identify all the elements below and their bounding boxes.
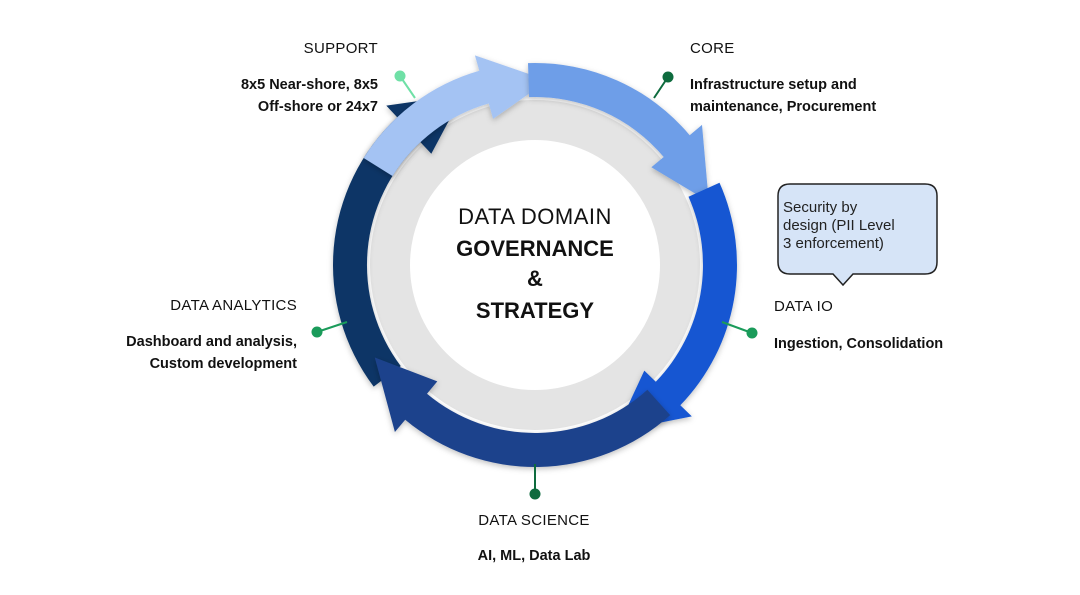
data-science-description: AI, ML, Data Lab xyxy=(434,545,634,567)
core-desc-line: Infrastructure setup and xyxy=(690,77,857,93)
data-science-arrow xyxy=(374,357,671,467)
support-description: 8x5 Near-shore, 8x5 Off-shore or 24x7 xyxy=(241,74,378,118)
data-analytics-desc-line: Custom development xyxy=(149,356,297,372)
data-analytics-connector-dot xyxy=(311,326,323,338)
security-callout-bubble xyxy=(777,183,938,287)
core-connector-dot xyxy=(662,71,674,83)
center-line-2: GOVERNANCE xyxy=(456,236,614,261)
center-line-3: & xyxy=(527,266,543,291)
support-desc-line: Off-shore or 24x7 xyxy=(257,99,378,115)
data-science-title: DATA SCIENCE xyxy=(478,512,590,529)
support-desc-line: 8x5 Near-shore, 8x5 xyxy=(240,77,378,93)
data-analytics-arrow xyxy=(332,94,463,387)
data-science-desc-line: AI, ML, Data Lab xyxy=(477,548,591,564)
core-description: Infrastructure setup and maintenance, Pr… xyxy=(690,74,876,118)
data-analytics-description: Dashboard and analysis, Custom developme… xyxy=(126,331,297,375)
callout-line: Security by xyxy=(783,199,858,216)
center-line-1: DATA DOMAIN xyxy=(458,204,612,229)
data-io-connector-dot xyxy=(746,327,758,339)
core-desc-line: maintenance, Procurement xyxy=(690,99,877,115)
center-title: DATA DOMAIN GOVERNANCE & STRATEGY xyxy=(420,200,650,328)
core-arrow xyxy=(528,62,709,202)
support-connector-dot xyxy=(394,70,406,82)
support-arrow xyxy=(363,55,548,176)
callout-line: 3 enforcement) xyxy=(783,235,884,252)
cycle-arcs xyxy=(332,55,737,467)
data-science-connector-dot xyxy=(529,488,541,500)
security-callout-text: Security by design (PII Level 3 enforcem… xyxy=(783,199,943,253)
core-title: CORE xyxy=(690,40,735,57)
data-io-desc-line: Ingestion, Consolidation xyxy=(774,336,944,352)
connectors xyxy=(311,70,758,500)
data-analytics-title: DATA ANALYTICS xyxy=(170,297,297,314)
data-analytics-desc-line: Dashboard and analysis, xyxy=(126,334,297,350)
data-io-title: DATA IO xyxy=(774,298,834,315)
inner-ring xyxy=(370,100,700,430)
data-io-description: Ingestion, Consolidation xyxy=(774,333,943,355)
center-line-4: STRATEGY xyxy=(475,298,595,323)
callout-line: design (PII Level xyxy=(783,217,895,234)
data-io-arrow xyxy=(616,182,737,432)
support-title: SUPPORT xyxy=(303,40,378,57)
